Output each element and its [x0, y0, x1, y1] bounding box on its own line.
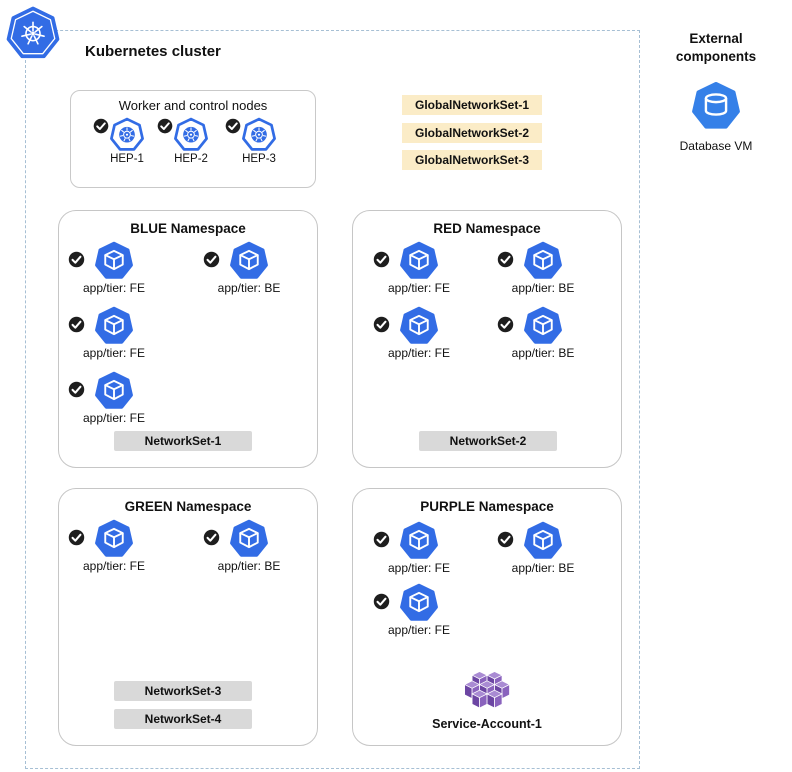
check-icon	[202, 528, 221, 547]
check-icon	[202, 250, 221, 269]
pod-label: app/tier: BE	[511, 346, 575, 360]
globalnetworkset-label: GlobalNetworkSet-3	[402, 150, 542, 170]
namespace-title: BLUE Namespace	[130, 221, 246, 236]
networkset-label: NetworkSet-4	[114, 709, 252, 729]
networkset-label: NetworkSet-2	[419, 431, 557, 451]
pod: app/tier: FE	[371, 306, 467, 360]
pod: app/tier: BE	[495, 241, 591, 295]
check-icon	[67, 250, 86, 269]
namespace-title: PURPLE Namespace	[420, 499, 554, 514]
pod-label: app/tier: BE	[217, 559, 281, 573]
pod-label: app/tier: FE	[82, 281, 146, 295]
pod: app/tier: FE	[66, 306, 162, 360]
cluster-title: Kubernetes cluster	[85, 43, 221, 60]
pod: app/tier: FE	[66, 371, 162, 425]
check-icon	[496, 250, 515, 269]
namespace-blue: BLUE Namespace app/tier: FE app/tier: BE…	[58, 210, 318, 468]
namespace-red: RED Namespace app/tier: FE app/tier: BE …	[352, 210, 622, 468]
node-label: HEP-2	[174, 153, 208, 165]
pod: app/tier: BE	[495, 306, 591, 360]
pod-label: app/tier: BE	[217, 281, 281, 295]
service-account-label: Service-Account-1	[432, 717, 542, 731]
pod-label: app/tier: BE	[511, 561, 575, 575]
external-components: External components Database VM	[650, 30, 782, 153]
pod-label: app/tier: BE	[511, 281, 575, 295]
node-label: HEP-3	[242, 153, 276, 165]
check-icon	[224, 117, 242, 135]
pod-label: app/tier: FE	[387, 281, 451, 295]
pod: app/tier: FE	[371, 583, 467, 637]
check-icon	[156, 117, 174, 135]
external-components-title: External components	[675, 31, 757, 64]
kubernetes-logo-icon	[6, 5, 60, 59]
node-label: HEP-1	[110, 153, 144, 165]
check-icon	[372, 530, 391, 549]
pod: app/tier: FE	[66, 241, 162, 295]
pod-label: app/tier: FE	[387, 561, 451, 575]
check-icon	[496, 315, 515, 334]
namespace-title: RED Namespace	[433, 221, 541, 236]
pod-label: app/tier: FE	[82, 559, 146, 573]
pod-label: app/tier: FE	[387, 623, 451, 637]
pod: app/tier: BE	[201, 519, 297, 573]
database-vm-icon	[692, 81, 740, 129]
pod: app/tier: BE	[201, 241, 297, 295]
pod-label: app/tier: FE	[82, 346, 146, 360]
check-icon	[496, 530, 515, 549]
cluster-boundary	[25, 30, 640, 769]
worker-nodes-group: Worker and control nodes HEP-1 HEP-2 HEP…	[70, 90, 316, 188]
pod: app/tier: BE	[495, 521, 591, 575]
check-icon	[67, 315, 86, 334]
pod: app/tier: FE	[371, 521, 467, 575]
namespace-title: GREEN Namespace	[124, 499, 252, 514]
check-icon	[67, 380, 86, 399]
node-hep-2: HEP-2	[159, 117, 223, 165]
globalnetworkset-label: GlobalNetworkSet-1	[402, 95, 542, 115]
namespace-purple: PURPLE Namespace app/tier: FE app/tier: …	[352, 488, 622, 746]
pod-label: app/tier: FE	[387, 346, 451, 360]
node-hep-3: HEP-3	[227, 117, 291, 165]
namespace-green: GREEN Namespace app/tier: FE app/tier: B…	[58, 488, 318, 746]
pod: app/tier: FE	[66, 519, 162, 573]
node-hep-1: HEP-1	[95, 117, 159, 165]
database-vm-label: Database VM	[679, 139, 753, 154]
globalnetworkset-label: GlobalNetworkSet-2	[402, 123, 542, 143]
check-icon	[67, 528, 86, 547]
networkset-label: NetworkSet-1	[114, 431, 252, 451]
pod-label: app/tier: FE	[82, 411, 146, 425]
service-account-icon	[459, 671, 517, 715]
networkset-label: NetworkSet-3	[114, 681, 252, 701]
check-icon	[372, 250, 391, 269]
pod: app/tier: FE	[371, 241, 467, 295]
worker-nodes-title: Worker and control nodes	[118, 98, 268, 113]
check-icon	[372, 315, 391, 334]
check-icon	[372, 592, 391, 611]
check-icon	[92, 117, 110, 135]
